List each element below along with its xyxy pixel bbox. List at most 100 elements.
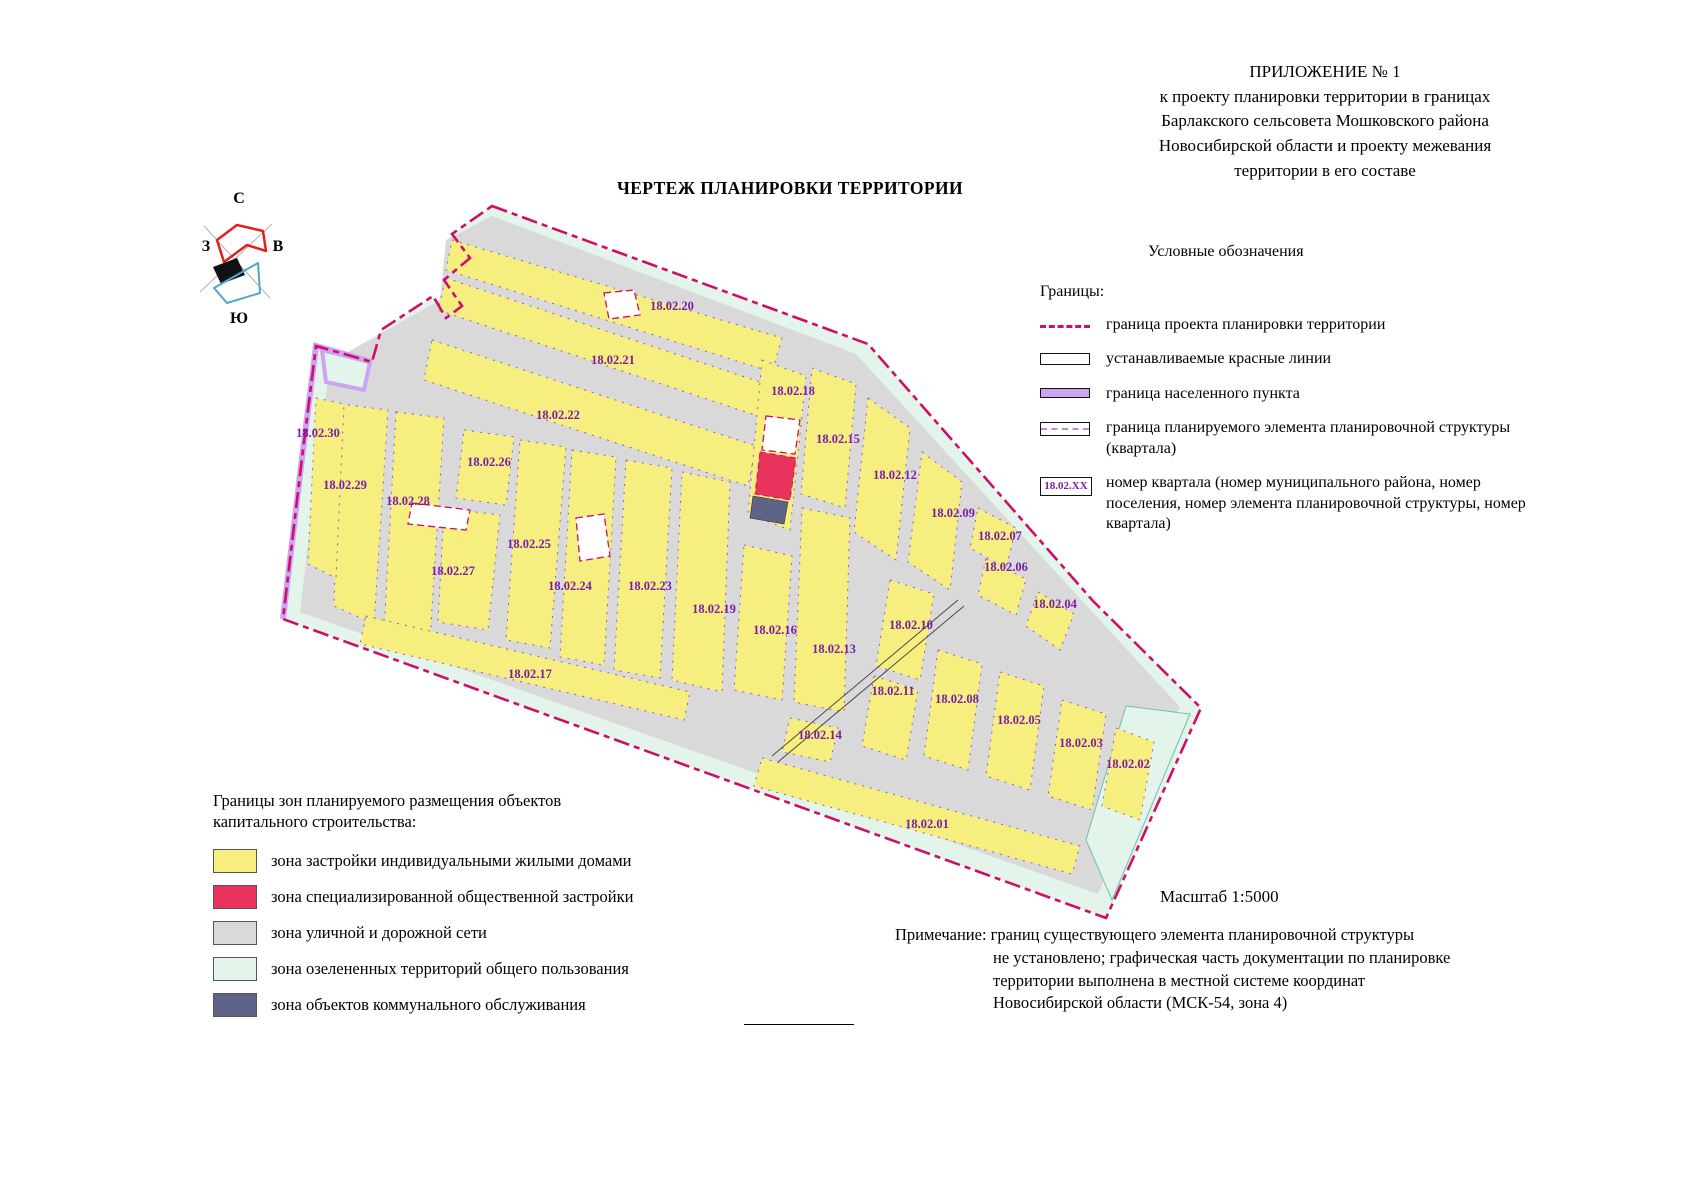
zone-legend-item: зона объектов коммунального обслуживания <box>213 992 693 1017</box>
quarter-label-18.02.02: 18.02.02 <box>1106 757 1150 771</box>
quarter-labels: 18.02.0118.02.0218.02.0318.02.0418.02.05… <box>296 299 1150 831</box>
quarter-label-18.02.07: 18.02.07 <box>978 529 1022 543</box>
quarter-label-18.02.30: 18.02.30 <box>296 426 340 440</box>
compass-blue-pointer <box>213 262 261 304</box>
appendix-title: ПРИЛОЖЕНИЕ № 1 <box>1249 62 1401 81</box>
quarter-18.02.16 <box>733 544 793 701</box>
quarter-number-sample: 18.02.XX <box>1040 477 1092 497</box>
quarter-18.02.15 <box>800 367 857 509</box>
scale-label: Масштаб 1:5000 <box>1160 887 1279 906</box>
quarter-label-18.02.28: 18.02.28 <box>386 494 430 508</box>
legend-item: устанавливаемые красные линии <box>1040 349 1545 369</box>
zones-legend-title-line: Границы зон планируемого размещения объе… <box>213 791 562 810</box>
compass-axis <box>199 223 273 293</box>
red-lines-symbol <box>1040 349 1098 366</box>
project-boundary-symbol <box>1040 315 1098 328</box>
quarter-18.02.01 <box>753 757 1081 875</box>
quarter-18.02.22 <box>423 339 757 487</box>
excluded-parcel <box>407 502 471 531</box>
quarter-label-18.02.01: 18.02.01 <box>905 817 949 831</box>
compass-west-label: З <box>202 238 211 255</box>
public-zone-swatch <box>213 884 257 909</box>
green-zone-swatch <box>213 956 257 981</box>
symbols-legend-group: Границы: <box>1040 283 1105 301</box>
quarter-18.02.03 <box>1047 699 1107 811</box>
symbols-legend: Условные обозначения Границы: граница пр… <box>1040 242 1545 549</box>
planned-element-boundary-symbol <box>1040 418 1098 437</box>
quarter-label-18.02.04: 18.02.04 <box>1033 597 1078 611</box>
note-line: Новосибирской области (МСК-54, зона 4) <box>993 993 1288 1013</box>
public-building-zone <box>754 451 797 501</box>
quarter-label-18.02.21: 18.02.21 <box>591 353 635 367</box>
quarter-label-18.02.12: 18.02.12 <box>873 468 917 482</box>
quarter-18.02.17 <box>359 615 691 721</box>
diagonal-street <box>771 599 965 763</box>
quarter-label-18.02.24: 18.02.24 <box>548 579 593 593</box>
legend-item-label: граница населенного пункта <box>1106 384 1300 402</box>
drawing-title: ЧЕРТЕЖ ПЛАНИРОВКИ ТЕРРИТОРИИ <box>616 178 963 198</box>
zone-legend-item: зона специализированной общественной зас… <box>213 884 693 909</box>
compass-north-label: С <box>233 190 245 207</box>
excluded-parcel <box>603 289 641 320</box>
appendix-line: Новосибирской области и проекту межевани… <box>1158 135 1492 155</box>
quarter-18.02.13 <box>793 507 851 713</box>
settlement-boundary-symbol <box>1040 384 1098 398</box>
quarter-18.02.10 <box>875 579 935 681</box>
compass-east-label: В <box>273 238 284 255</box>
appendix-line: к проекту планировки территории в границ… <box>1159 86 1491 106</box>
utility-service-zone <box>749 495 789 525</box>
quarter-18.02.02 <box>1101 727 1155 821</box>
quarter-18.02.23 <box>613 459 673 679</box>
zones-legend: Границы зон планируемого размещения объе… <box>213 790 693 1029</box>
quarter-label-18.02.20: 18.02.20 <box>650 299 694 313</box>
compass-rose: С З В Ю <box>199 190 284 327</box>
legend-item: 18.02.XX номер квартала (номер муниципал… <box>1040 473 1545 534</box>
quarter-label-18.02.23: 18.02.23 <box>628 579 672 593</box>
quarter-18.02.19 <box>671 471 731 693</box>
bottom-divider-line <box>744 1024 854 1025</box>
excluded-parcels <box>407 289 801 562</box>
street-zone-swatch <box>213 920 257 945</box>
quarter-18.02.05 <box>985 671 1045 791</box>
quarter-18.02.08 <box>923 649 983 771</box>
legend-item-label: граница планируемого элемента планировоч… <box>1106 419 1511 457</box>
quarter-number-symbol: 18.02.XX <box>1040 473 1098 497</box>
legend-item-label: граница проекта планировки территории <box>1106 315 1386 333</box>
quarter-label-18.02.10: 18.02.10 <box>889 618 933 632</box>
quarter-18.02.06 <box>977 558 1027 616</box>
legend-item: граница планируемого элемента планировоч… <box>1040 418 1545 459</box>
quarter-label-18.02.25: 18.02.25 <box>507 537 551 551</box>
zones-legend-title-line: капитального строительства: <box>213 812 417 832</box>
appendix-line: Барлакского сельсовета Мошковского район… <box>1161 111 1489 131</box>
quarter-18.02.21 <box>437 277 767 417</box>
note-line: не установлено; графическая часть докуме… <box>993 947 1451 967</box>
zone-label: зона озелененных территорий общего польз… <box>271 959 629 979</box>
zone-legend-item: зона уличной и дорожной сети <box>213 920 693 945</box>
legend-item: граница населенного пункта <box>1040 384 1545 404</box>
legend-item-label: номер квартала (номер муниципального рай… <box>1106 474 1526 533</box>
quarter-label-18.02.19: 18.02.19 <box>692 602 736 616</box>
quarter-18.02.04 <box>1025 591 1075 651</box>
compass-south-label: Ю <box>230 310 248 327</box>
quarter-label-18.02.09: 18.02.09 <box>931 506 975 520</box>
zones-legend-title: Границы зон планируемого размещения объе… <box>213 790 693 833</box>
legend-item-label: устанавливаемые красные линии <box>1106 350 1332 368</box>
compass-red-arrow <box>215 223 268 264</box>
quarter-18.02.11 <box>861 675 919 761</box>
zone-label: зона застройки индивидуальными жилыми до… <box>271 851 632 871</box>
note-block: Примечание: границ существующего элемент… <box>895 924 1555 1015</box>
zone-label: зона объектов коммунального обслуживания <box>271 995 586 1015</box>
quarter-label-18.02.11: 18.02.11 <box>871 684 914 698</box>
quarter-label-18.02.16: 18.02.16 <box>753 623 797 637</box>
quarter-18.02.12 <box>853 397 911 561</box>
note-line: Примечание: границ существующего элемент… <box>895 925 1415 944</box>
symbols-legend-title: Условные обозначения <box>1148 243 1304 260</box>
utility-zone-swatch <box>213 992 257 1017</box>
quarter-label-18.02.17: 18.02.17 <box>508 667 552 681</box>
quarter-18.02.25 <box>505 439 567 649</box>
project-boundary <box>281 204 1203 920</box>
quarter-label-18.02.29: 18.02.29 <box>323 478 367 492</box>
quarter-label-18.02.27: 18.02.27 <box>431 564 475 578</box>
note-line: территории выполнена в местной системе к… <box>993 970 1365 990</box>
